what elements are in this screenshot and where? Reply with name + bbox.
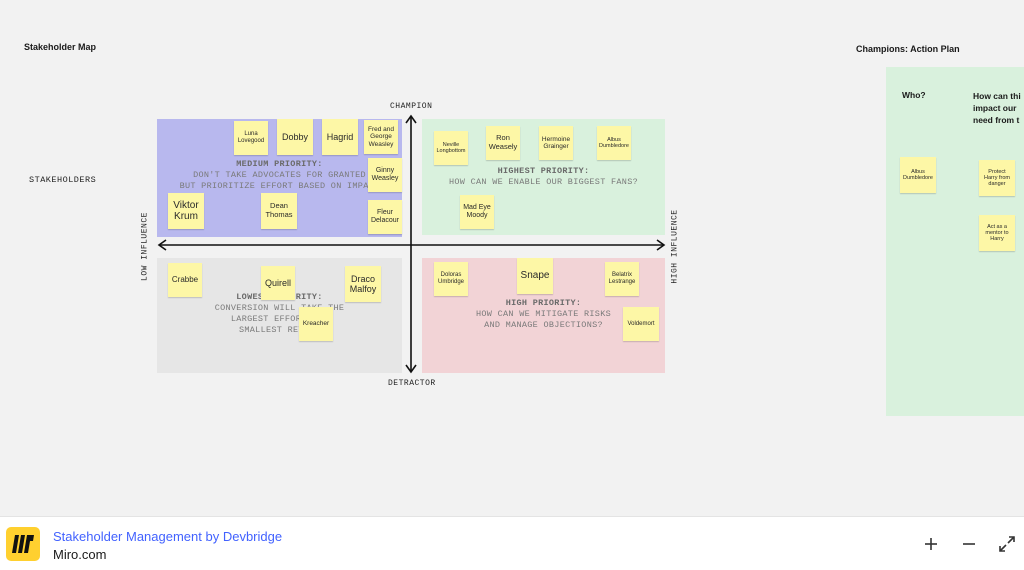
quadrant-axes <box>157 114 666 374</box>
detractor-axis-label: DETRACTOR <box>388 379 436 388</box>
zoom-in-button[interactable] <box>920 533 942 555</box>
miro-site-link[interactable]: Miro.com <box>53 547 107 562</box>
sticky-note-voldemort[interactable]: Voldemort <box>623 307 659 341</box>
stakeholders-label: STAKEHOLDERS <box>29 175 97 185</box>
sticky-note-belatrix[interactable]: Belatrix Lestrange <box>605 262 639 296</box>
sticky-note-dean[interactable]: Dean Thomas <box>261 193 297 229</box>
lowest-priority-line2: LARGEST EFFORT FOR <box>230 314 329 324</box>
sticky-note-quirell[interactable]: Quirell <box>261 266 295 300</box>
expand-icon <box>999 536 1015 552</box>
column-header-how-line1: How can thi <box>973 91 1021 101</box>
miro-logo-mark <box>12 535 34 553</box>
miro-board-canvas[interactable]: Stakeholder Map STAKEHOLDERS MEDIUM PRIO… <box>0 0 1024 516</box>
lowest-priority-line1: CONVERSION WILL TAKE THE <box>214 303 345 313</box>
embed-footer: Stakeholder Management by Devbridge Miro… <box>0 516 1024 570</box>
highest-priority-heading: HIGHEST PRIORITY: <box>497 166 590 176</box>
sticky-note-kreacher[interactable]: Kreacher <box>299 307 333 341</box>
highest-priority-line1: HOW CAN WE ENABLE OUR BIGGEST FANS? <box>448 177 639 187</box>
medium-priority-line2: BUT PRIORITIZE EFFORT BASED ON IMPACT <box>179 181 380 191</box>
fullscreen-button[interactable] <box>996 533 1018 555</box>
minus-icon <box>963 543 975 545</box>
sticky-note-ginny[interactable]: Ginny Weasley <box>368 158 402 192</box>
sticky-note-crabbe[interactable]: Crabbe <box>168 263 202 297</box>
high-priority-line1: HOW CAN WE MITIGATE RISKS <box>475 309 612 319</box>
medium-priority-line1: DON'T TAKE ADVOCATES FOR GRANTED <box>193 170 366 180</box>
lowest-priority-line3: SMALLEST RETURN <box>238 325 320 335</box>
column-header-how: How can thi impact our need from t <box>973 90 1021 126</box>
champion-axis-label: CHAMPION <box>390 102 433 111</box>
sticky-note-hagrid[interactable]: Hagrid <box>322 119 358 155</box>
down-arrow-icon <box>405 364 417 374</box>
sticky-note-fred-george[interactable]: Fred and George Weasley <box>364 120 398 154</box>
champions-action-plan-title[interactable]: Champions: Action Plan <box>856 44 960 54</box>
board-title-link[interactable]: Stakeholder Management by Devbridge <box>53 529 283 544</box>
plus-icon <box>925 538 937 550</box>
champion-note-albus[interactable]: Albus Dumbledore <box>900 157 936 193</box>
sticky-note-draco[interactable]: Draco Malfoy <box>345 266 381 302</box>
sticky-note-ron[interactable]: Ron Weasely <box>486 126 520 160</box>
high-priority-heading: HIGH PRIORITY: <box>505 298 582 308</box>
left-arrow-icon <box>157 239 167 251</box>
high-priority-line2: AND MANAGE OBJECTIONS? <box>484 320 603 330</box>
up-arrow-icon <box>405 114 417 124</box>
champion-note-mentor[interactable]: Act as a mentor to Harry <box>979 215 1015 251</box>
column-header-who: Who? <box>902 90 926 100</box>
sticky-note-hermoine[interactable]: Hermoine Grainger <box>539 126 573 160</box>
sticky-note-luna[interactable]: Luna Lovegood <box>234 121 268 155</box>
column-header-how-line2: impact our <box>973 103 1017 113</box>
miro-logo-icon[interactable] <box>6 527 40 561</box>
sticky-note-doloras[interactable]: Doloras Umbridge <box>434 262 468 296</box>
sticky-note-viktor[interactable]: Viktor Krum <box>168 193 204 229</box>
medium-priority-heading: MEDIUM PRIORITY: <box>236 159 323 169</box>
low-influence-axis-label: LOW INFLUENCE <box>140 212 150 281</box>
sticky-note-neville[interactable]: Neville Longbottom <box>434 131 468 165</box>
highest-priority-text: HIGHEST PRIORITY: HOW CAN WE ENABLE OUR … <box>422 166 665 188</box>
sticky-note-albus[interactable]: Albus Dumbledore <box>597 126 631 160</box>
high-influence-axis-label: HIGH INFLUENCE <box>670 209 680 284</box>
zoom-out-button[interactable] <box>958 533 980 555</box>
stakeholder-map-title[interactable]: Stakeholder Map <box>24 42 97 52</box>
sticky-note-fleur[interactable]: Fleur Delacour <box>368 200 402 234</box>
medium-priority-text: MEDIUM PRIORITY: DON'T TAKE ADVOCATES FO… <box>157 159 402 192</box>
column-header-how-line3: need from t <box>973 115 1020 125</box>
high-priority-text: HIGH PRIORITY: HOW CAN WE MITIGATE RISKS… <box>422 298 665 331</box>
champion-note-protect[interactable]: Protect Harry from danger <box>979 160 1015 196</box>
right-arrow-icon <box>656 239 666 251</box>
sticky-note-dobby[interactable]: Dobby <box>277 119 313 155</box>
sticky-note-mad-eye[interactable]: Mad Eye Moody <box>460 195 494 229</box>
sticky-note-snape[interactable]: Snape <box>517 258 553 294</box>
